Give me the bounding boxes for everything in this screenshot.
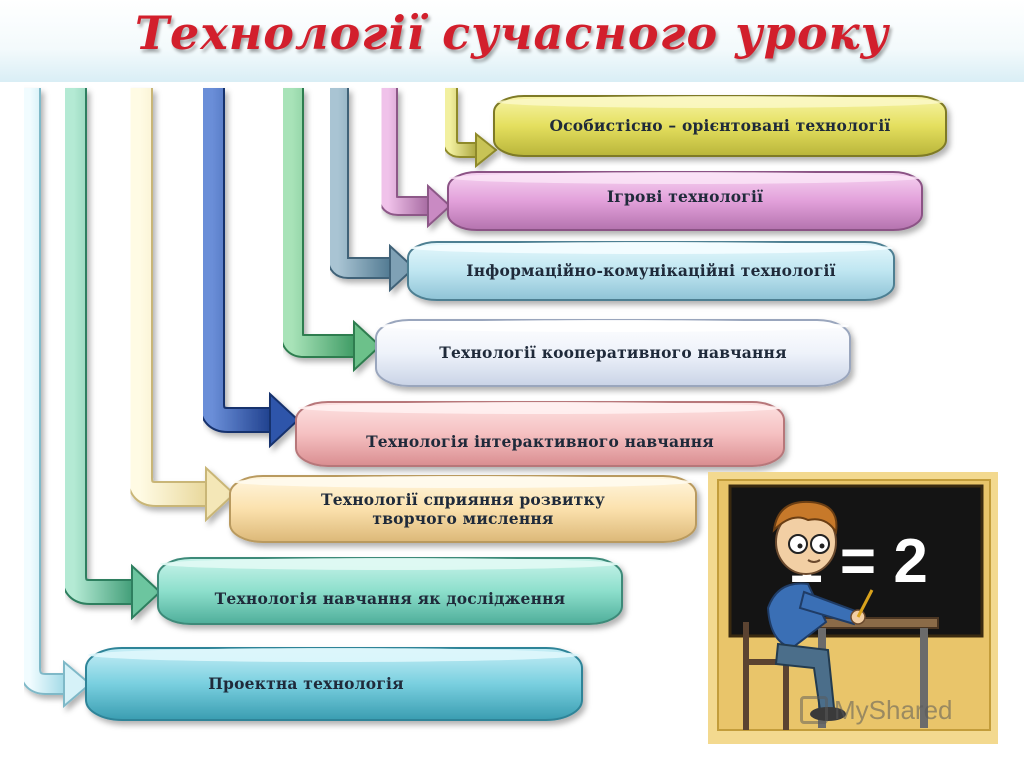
arrow-6-cream [127, 88, 236, 523]
arrow-3-slate [327, 88, 416, 293]
pill-8 [85, 647, 583, 721]
tech-label-creative-line1: Технології сприяння розвитку [320, 489, 606, 509]
pill-4 [375, 319, 851, 387]
arrow-7-seagreen [61, 88, 162, 621]
pill-2 [447, 171, 923, 231]
pill-6 [229, 475, 697, 543]
arrow-8-ice [19, 88, 92, 709]
tech-label-cooperative: Технології кооперативного навчання [439, 343, 787, 363]
pill-1 [493, 95, 947, 157]
tech-label-creative-thinking: Технології сприяння розвитку творчого ми… [230, 476, 696, 542]
tech-label-ict: Інформаційно-комунікаційні технології [466, 261, 836, 281]
arrow-1-yellow [442, 88, 498, 169]
arrow-5-blue [199, 88, 300, 449]
tech-label-interactive: Технологія інтерактивного навчання [366, 432, 714, 452]
title-band [0, 0, 1024, 82]
tech-label-personal-oriented: Особистісно – орієнтовані технології [549, 116, 891, 136]
tech-label-project: Проектна технологія [208, 674, 404, 694]
arrow-4-green [280, 88, 382, 373]
student-illustration: 1 = 2 [708, 472, 998, 744]
page-title: Технології сучасного уроку [134, 6, 890, 60]
tech-label-game: Ігрові технології [606, 187, 764, 207]
pill-5 [295, 401, 785, 467]
tech-label-research: Технологія навчання як дослідження [214, 589, 566, 609]
pill-7 [157, 557, 623, 625]
pill-3 [407, 241, 895, 301]
arrow-2-pink [378, 88, 452, 229]
tech-label-creative-line2: творчого мислення [372, 509, 554, 528]
desk [807, 617, 939, 629]
